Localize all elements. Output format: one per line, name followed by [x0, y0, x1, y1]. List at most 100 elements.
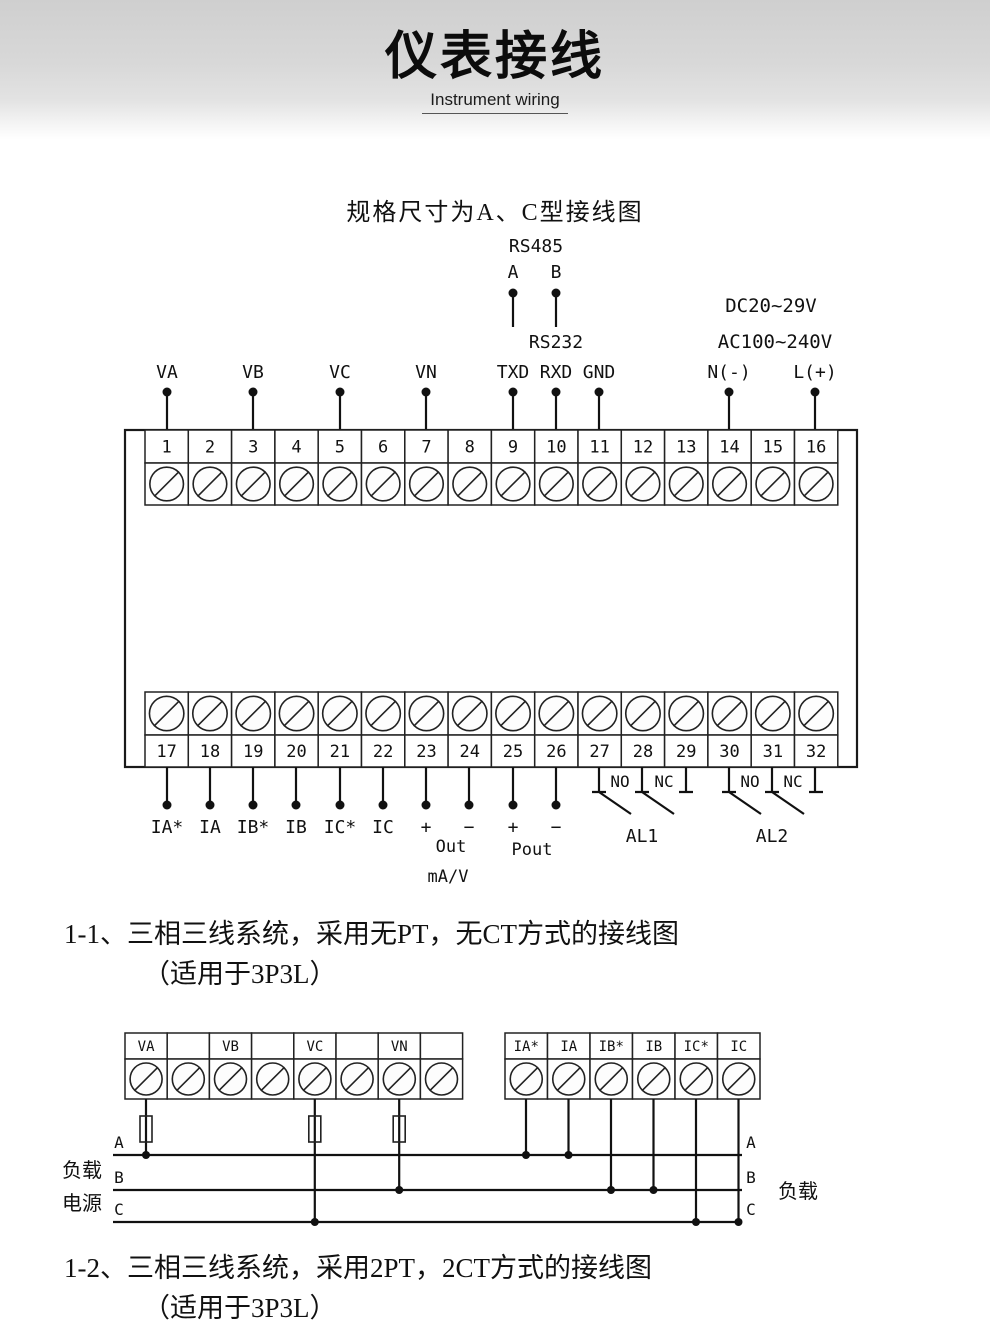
- bottom-pin-label-IB*: IB*: [237, 817, 270, 838]
- terminal-23-screw-slot-icon: [413, 700, 440, 727]
- terminal-8-number-label: 8: [465, 438, 475, 458]
- terminal-1-screw-slot-icon: [153, 471, 180, 497]
- right-phase-a: A: [746, 1133, 756, 1152]
- sub-voltage-VA-label: VA: [138, 1039, 155, 1055]
- relay-al1-contacts-icon: [592, 767, 693, 815]
- terminal-3-screw-slot-icon: [240, 471, 267, 497]
- terminal-25-number-label: 25: [503, 742, 523, 762]
- sub-current-IA*-screw-slot-icon: [513, 1066, 539, 1092]
- left-phase-c: C: [114, 1200, 124, 1219]
- relay-al1-group: NO NC AL1: [592, 767, 693, 847]
- terminal-19-number-label: 19: [243, 742, 263, 762]
- top-pin-label-N(-): N(-): [707, 362, 750, 383]
- sub-vertical-wires: [144, 1099, 740, 1222]
- terminal-27-number-label: 27: [589, 742, 609, 762]
- terminal-4-number-box: [274, 429, 319, 464]
- sub-voltage-VC-box: [293, 1032, 337, 1060]
- terminal-30-number-box: [707, 734, 752, 768]
- terminal-18-number-box: [187, 734, 233, 768]
- fuse-vc-icon: [307, 1115, 322, 1143]
- rs232-label: RS232: [529, 332, 583, 353]
- rs485-label: RS485: [509, 236, 563, 257]
- terminal-31-screw-slot-icon: [759, 700, 787, 727]
- terminal-15-number-label: 15: [763, 438, 783, 458]
- terminal-7-number-label: 7: [421, 438, 431, 458]
- terminal-5-screw-slot-icon: [326, 471, 353, 497]
- pin-dot: [464, 800, 474, 810]
- pin-dot: [421, 800, 431, 810]
- rs485-group: RS485 A B: [508, 236, 563, 327]
- terminal-13-number-label: 13: [676, 438, 696, 458]
- pin-dot: [551, 800, 561, 810]
- section-1-1-title: 1-1、三相三线系统，采用无PT，无CT方式的接线图: [64, 919, 680, 949]
- rs485-a-pin-dot: [508, 288, 518, 298]
- top-pin-label-VC: VC: [329, 362, 351, 383]
- terminal-14-screw-slot-icon: [716, 471, 743, 497]
- pin-dot: [551, 387, 561, 397]
- terminal-28-number-box: [620, 734, 666, 768]
- terminal-23-number-label: 23: [416, 742, 436, 762]
- terminal-26-number-label: 26: [546, 742, 566, 762]
- terminal-24-number-label: 24: [460, 742, 480, 762]
- pin-dot: [378, 800, 388, 810]
- header-banner: 仪表接线 Instrument wiring: [0, 0, 990, 140]
- terminal-16-number-box: [793, 429, 839, 464]
- pin-dot: [162, 387, 172, 397]
- terminal-19-number-box: [230, 734, 276, 768]
- terminal-5-number-label: 5: [335, 438, 345, 458]
- sub-voltage-blank-7-screw-slot-icon: [429, 1066, 454, 1092]
- terminal-30-screw-slot-icon: [716, 700, 743, 727]
- terminal-10-number-label: 10: [546, 438, 566, 458]
- relay-al2-nc-label: NC: [783, 772, 802, 791]
- sub-current-IC-label: IC: [730, 1039, 747, 1055]
- terminal-10-screw-slot-icon: [543, 471, 570, 497]
- junction-dot: [607, 1186, 615, 1194]
- sub-fuses: [139, 1115, 407, 1143]
- sub-voltage-VN-screw-slot-icon: [386, 1066, 412, 1092]
- sub-current-IA-screw-slot-icon: [556, 1066, 582, 1092]
- sub-voltage-VA-screw-slot-icon: [133, 1066, 159, 1092]
- bottom-pin-label-+: +: [421, 817, 432, 838]
- relay-al2-contacts-icon: [722, 767, 823, 815]
- terminal-21-screw-slot-icon: [326, 700, 354, 727]
- bottom-pin-label-IB: IB: [285, 817, 307, 838]
- sub-current-IA*-label: IA*: [514, 1039, 539, 1055]
- bottom-pin-label-IA: IA: [199, 817, 221, 838]
- rs485-a-label: A: [508, 262, 519, 283]
- relay-al1-nc-label: NC: [654, 772, 673, 791]
- left-phase-b: B: [114, 1168, 124, 1187]
- terminal-20-number-box: [274, 734, 319, 768]
- relay-al2-name: AL2: [756, 826, 789, 847]
- pin-dot: [291, 800, 301, 810]
- sub-current-IA-label: IA: [560, 1039, 577, 1055]
- sub-voltage-blank-3-screw-slot-icon: [260, 1066, 286, 1092]
- junction-dot: [310, 1218, 319, 1226]
- terminal-13-number-box: [663, 429, 709, 464]
- pin-dot: [248, 800, 258, 810]
- terminal-12-number-label: 12: [633, 438, 653, 458]
- terminal-2-number-label: 2: [205, 438, 215, 458]
- bottom-pin-label-IA*: IA*: [151, 817, 184, 838]
- terminal-23-number-box: [404, 734, 449, 768]
- terminal-28-screw-slot-icon: [629, 700, 657, 727]
- top-pin-label-TXD: TXD: [497, 362, 530, 383]
- terminal-5-number-box: [317, 429, 363, 464]
- section-1-2-title: 1-2、三相三线系统，采用2PT，2CT方式的接线图: [64, 1253, 653, 1283]
- terminal-1-number-label: 1: [162, 438, 172, 458]
- relay-al1-name: AL1: [626, 826, 659, 847]
- rs485-b-label: B: [551, 262, 562, 283]
- sub-current-IC*-label: IC*: [684, 1039, 709, 1055]
- terminal-20-number-label: 20: [286, 742, 306, 762]
- sub-current-IB*-box: [589, 1032, 634, 1060]
- right-phase-b: B: [746, 1168, 756, 1187]
- terminal-4-number-label: 4: [291, 438, 301, 458]
- terminal-7-screw-slot-icon: [413, 471, 440, 497]
- page-title: 仪表接线: [384, 28, 605, 86]
- pin-dot: [335, 387, 345, 397]
- power-dc-label: DC20~29V: [725, 295, 817, 317]
